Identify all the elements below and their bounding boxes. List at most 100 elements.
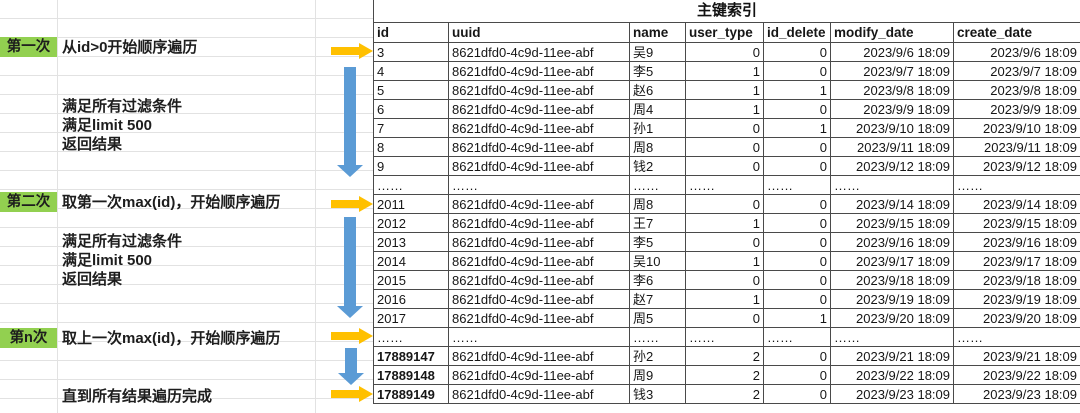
table-cell[interactable]: …… [953, 327, 1080, 347]
table-cell[interactable]: 0 [763, 346, 831, 366]
table-cell[interactable]: …… [373, 175, 449, 195]
table-cell[interactable]: 2023/9/8 18:09 [953, 80, 1080, 100]
table-cell[interactable]: 钱2 [629, 156, 686, 176]
table-cell[interactable]: 王7 [629, 213, 686, 233]
table-cell[interactable]: …… [953, 175, 1080, 195]
table-cell[interactable]: 6 [373, 99, 449, 119]
table-cell[interactable]: 吴9 [629, 42, 686, 62]
annotation-text[interactable]: 满足所有过滤条件 [62, 98, 183, 115]
table-cell[interactable]: 8621dfd0-4c9d-11ee-abf [448, 137, 630, 157]
table-cell[interactable]: …… [448, 175, 630, 195]
table-cell[interactable]: 0 [685, 270, 764, 290]
step-badge-second[interactable]: 第二次 [0, 192, 57, 212]
table-cell[interactable]: 1 [685, 213, 764, 233]
annotation-text[interactable]: 满足limit 500 [62, 252, 153, 269]
table-cell[interactable]: 2023/9/23 18:09 [953, 384, 1080, 404]
table-cell[interactable]: 2023/9/18 18:09 [953, 270, 1080, 290]
table-cell[interactable]: 2023/9/19 18:09 [830, 289, 954, 309]
table-cell[interactable]: 2017 [373, 308, 449, 328]
table-cell[interactable]: 1 [685, 61, 764, 81]
step-badge-nth[interactable]: 第n次 [0, 328, 57, 348]
table-cell[interactable]: 1 [763, 80, 831, 100]
table-cell[interactable]: 2023/9/16 18:09 [953, 232, 1080, 252]
table-cell[interactable]: …… [763, 327, 831, 347]
table-cell[interactable]: 2014 [373, 251, 449, 271]
table-cell[interactable]: 8621dfd0-4c9d-11ee-abf [448, 365, 630, 385]
table-cell[interactable]: 0 [685, 194, 764, 214]
table-cell[interactable]: 2023/9/15 18:09 [830, 213, 954, 233]
table-cell[interactable]: 赵6 [629, 80, 686, 100]
table-cell[interactable]: 2023/9/14 18:09 [830, 194, 954, 214]
table-cell[interactable]: 8 [373, 137, 449, 157]
table-cell[interactable]: 0 [763, 365, 831, 385]
annotation-text[interactable]: 满足所有过滤条件 [62, 233, 183, 250]
table-cell[interactable]: 2015 [373, 270, 449, 290]
annotation-text[interactable]: 从id>0开始顺序遍历 [62, 39, 198, 56]
table-cell[interactable]: 8621dfd0-4c9d-11ee-abf [448, 194, 630, 214]
table-cell[interactable]: 1 [685, 289, 764, 309]
table-cell[interactable]: 2023/9/22 18:09 [830, 365, 954, 385]
annotation-text[interactable]: 取上一次max(id)，开始顺序遍历 [62, 330, 281, 347]
table-cell[interactable]: 0 [685, 118, 764, 138]
table-cell[interactable]: 0 [763, 270, 831, 290]
table-cell[interactable]: 0 [763, 99, 831, 119]
annotation-text[interactable]: 取第一次max(id)，开始顺序遍历 [62, 194, 281, 211]
table-cell[interactable]: 1 [685, 251, 764, 271]
column-header[interactable]: modify_date [830, 22, 954, 43]
table-cell[interactable]: 李5 [629, 61, 686, 81]
table-cell[interactable]: 周9 [629, 365, 686, 385]
table-cell[interactable]: 周5 [629, 308, 686, 328]
table-cell[interactable]: 1 [763, 118, 831, 138]
table-cell[interactable]: 1 [685, 99, 764, 119]
table-cell[interactable]: …… [830, 175, 954, 195]
annotation-text[interactable]: 返回结果 [62, 271, 123, 288]
table-cell[interactable]: 2023/9/6 18:09 [953, 42, 1080, 62]
table-cell[interactable]: 2023/9/19 18:09 [953, 289, 1080, 309]
column-header[interactable]: id_delete [763, 22, 831, 43]
table-cell[interactable]: 8621dfd0-4c9d-11ee-abf [448, 118, 630, 138]
table-cell[interactable]: 2023/9/17 18:09 [830, 251, 954, 271]
table-cell[interactable]: 2023/9/12 18:09 [953, 156, 1080, 176]
table-cell[interactable]: 8621dfd0-4c9d-11ee-abf [448, 42, 630, 62]
table-cell[interactable]: 2023/9/21 18:09 [830, 346, 954, 366]
table-cell[interactable]: 8621dfd0-4c9d-11ee-abf [448, 346, 630, 366]
column-header[interactable]: create_date [953, 22, 1080, 43]
table-cell[interactable]: 17889149 [373, 384, 449, 404]
annotation-text[interactable]: 直到所有结果遍历完成 [62, 388, 213, 405]
step-badge-first[interactable]: 第一次 [0, 37, 57, 57]
table-cell[interactable]: 李5 [629, 232, 686, 252]
table-cell[interactable]: 5 [373, 80, 449, 100]
table-cell[interactable]: 0 [763, 213, 831, 233]
table-cell[interactable]: 3 [373, 42, 449, 62]
table-cell[interactable]: 0 [685, 156, 764, 176]
table-cell[interactable]: 8621dfd0-4c9d-11ee-abf [448, 251, 630, 271]
table-cell[interactable]: 0 [763, 61, 831, 81]
table-cell[interactable]: 0 [763, 156, 831, 176]
table-cell[interactable]: 2023/9/12 18:09 [830, 156, 954, 176]
table-cell[interactable]: 8621dfd0-4c9d-11ee-abf [448, 213, 630, 233]
table-cell[interactable]: 8621dfd0-4c9d-11ee-abf [448, 308, 630, 328]
table-cell[interactable]: 0 [763, 137, 831, 157]
table-cell[interactable]: 2023/9/10 18:09 [830, 118, 954, 138]
table-cell[interactable]: 李6 [629, 270, 686, 290]
table-cell[interactable]: 0 [763, 42, 831, 62]
table-cell[interactable]: 2023/9/11 18:09 [953, 137, 1080, 157]
table-cell[interactable]: 2023/9/18 18:09 [830, 270, 954, 290]
table-cell[interactable]: 2023/9/15 18:09 [953, 213, 1080, 233]
table-cell[interactable]: …… [685, 175, 764, 195]
table-cell[interactable]: 2016 [373, 289, 449, 309]
table-cell[interactable]: 1 [763, 308, 831, 328]
table-cell[interactable]: 0 [763, 232, 831, 252]
table-cell[interactable]: 0 [685, 232, 764, 252]
table-cell[interactable]: 9 [373, 156, 449, 176]
table-cell[interactable]: 2023/9/10 18:09 [953, 118, 1080, 138]
table-cell[interactable]: 0 [685, 137, 764, 157]
table-cell[interactable]: 2023/9/16 18:09 [830, 232, 954, 252]
column-header[interactable]: user_type [685, 22, 764, 43]
table-cell[interactable]: 2011 [373, 194, 449, 214]
table-cell[interactable]: 2023/9/8 18:09 [830, 80, 954, 100]
table-cell[interactable]: 8621dfd0-4c9d-11ee-abf [448, 289, 630, 309]
table-cell[interactable]: 2 [685, 384, 764, 404]
table-cell[interactable]: 2023/9/9 18:09 [830, 99, 954, 119]
table-cell[interactable]: 赵7 [629, 289, 686, 309]
